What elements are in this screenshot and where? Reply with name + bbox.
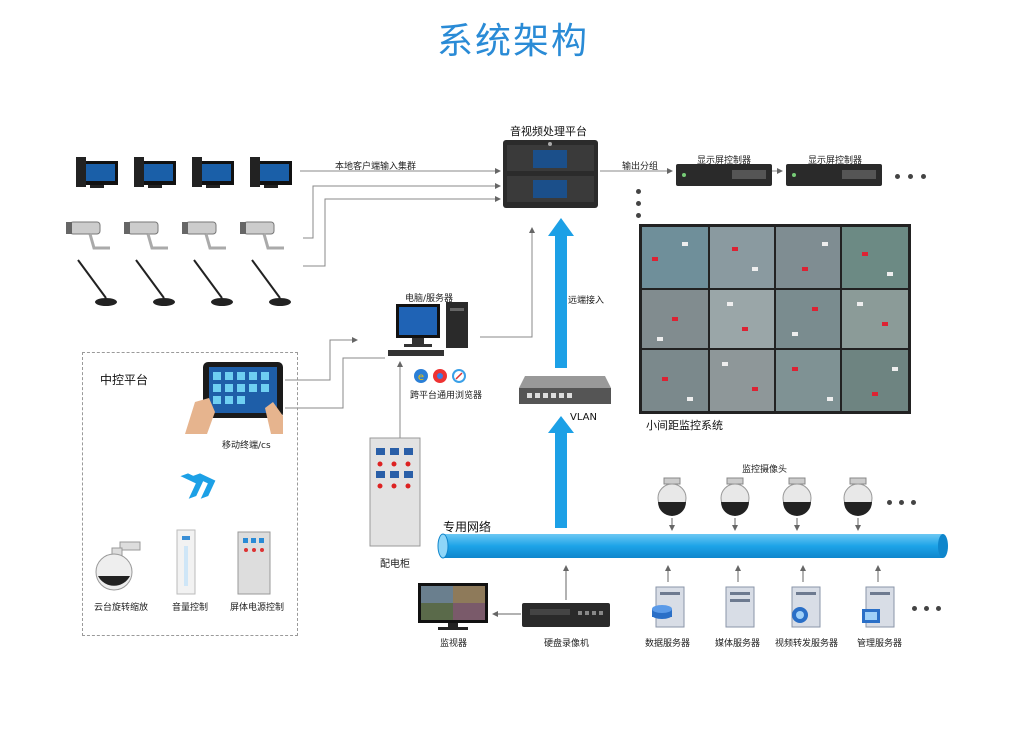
more-dot (911, 500, 916, 505)
control-platform-box (82, 352, 298, 636)
bullet-camera-icon (124, 221, 168, 250)
mobile-tablet (185, 362, 285, 436)
remote-access-arrow (555, 235, 567, 368)
dome-camera-icon (782, 477, 812, 516)
monitor (418, 583, 490, 631)
browser-label: 跨平台通用浏览器 (410, 391, 483, 401)
more-dot (899, 500, 904, 505)
microphone-icon (135, 259, 175, 306)
control-platform-label: 中控平台 (100, 373, 149, 387)
network-label: 专用网络 (443, 520, 492, 534)
more-dot (636, 213, 641, 218)
microphone-icon (193, 259, 233, 306)
safari-icon (452, 369, 466, 383)
computer-icon (134, 157, 176, 188)
cluster-input-label: 本地客户端输入集群 (335, 162, 417, 172)
pc-server-label: 电脑/服务器 (405, 294, 454, 304)
power-cabinet-small (237, 531, 271, 595)
platform-label: 音视频处理平台 (510, 125, 587, 138)
controller-label-2: 显示屏控制器 (808, 156, 863, 166)
microphone-icon (77, 259, 117, 306)
vlan-arrow (555, 432, 567, 528)
microphones (76, 258, 306, 310)
cameras-label: 监控摄像头 (742, 465, 788, 475)
computer-icon (250, 157, 292, 188)
av-platform (503, 140, 598, 208)
ie-icon: e (414, 369, 428, 383)
bullet-camera-icon (182, 221, 226, 250)
more-dot (936, 606, 941, 611)
dome-camera-icon (843, 477, 873, 516)
microphone-icon (251, 259, 291, 306)
bullet-cameras (66, 218, 310, 258)
display-controller-2 (786, 164, 882, 186)
distribution-cabinet (369, 437, 421, 547)
monitor-label: 监视器 (440, 639, 468, 649)
page-title: 系统架构 (436, 21, 589, 62)
more-dot (895, 174, 900, 179)
dvr (522, 603, 610, 627)
management-server-label: 管理服务器 (857, 639, 903, 649)
link-cameras-platform (303, 183, 501, 239)
double-chevron-icon (180, 468, 220, 502)
ptz-camera (92, 540, 144, 598)
vlan-switch (519, 376, 611, 408)
link-tablet-pc (285, 337, 358, 381)
more-dot (636, 201, 641, 206)
output-group-label: 输出分组 (622, 162, 659, 172)
screen-power-label: 屏体电源控制 (230, 603, 285, 613)
display-controller-1 (676, 164, 772, 186)
more-dot (887, 500, 892, 505)
database-server-icon (652, 586, 685, 628)
servers (646, 586, 906, 631)
computer-icon (192, 157, 234, 188)
cabinet-label: 配电柜 (380, 559, 410, 570)
controller-label-1: 显示屏控制器 (697, 156, 752, 166)
video-forward-server-icon (791, 586, 821, 628)
bullet-camera-icon (66, 221, 110, 250)
dome-camera-icon (720, 477, 750, 516)
tablet-label: 移动终端/cs (222, 441, 271, 451)
vlan-label: VLAN (570, 412, 597, 423)
more-dot (912, 606, 917, 611)
volume-control-panel (176, 529, 196, 595)
video-wall (639, 224, 911, 414)
pc-server (388, 302, 480, 360)
dvr-label: 硬盘录像机 (544, 639, 590, 649)
media-server-label: 媒体服务器 (715, 639, 761, 649)
more-dot (908, 174, 913, 179)
database-server-label: 数据服务器 (645, 639, 691, 649)
management-server-icon (862, 586, 895, 628)
volume-label: 音量控制 (172, 603, 209, 613)
link-pc-platform (480, 227, 535, 338)
media-server-icon (725, 586, 755, 628)
remote-access-label: 远端接入 (568, 296, 605, 306)
network-pipe (443, 534, 943, 558)
more-dot (924, 606, 929, 611)
bullet-camera-icon (240, 221, 284, 250)
svg-text:e: e (418, 372, 424, 383)
dome-cameras (652, 477, 882, 518)
computer-icon (76, 157, 118, 188)
chrome-icon (433, 369, 447, 383)
client-computers (76, 157, 306, 193)
ptz-label: 云台旋转缩放 (94, 603, 149, 613)
video-forward-server-label: 视频转发服务器 (775, 639, 839, 649)
video-wall-label: 小间距监控系统 (646, 419, 723, 432)
link-mics-platform (303, 196, 501, 267)
traffic-tile (642, 227, 908, 411)
browser-icons: e (413, 367, 473, 385)
more-dot (921, 174, 926, 179)
dome-camera-icon (657, 477, 687, 516)
more-dot (636, 189, 641, 194)
